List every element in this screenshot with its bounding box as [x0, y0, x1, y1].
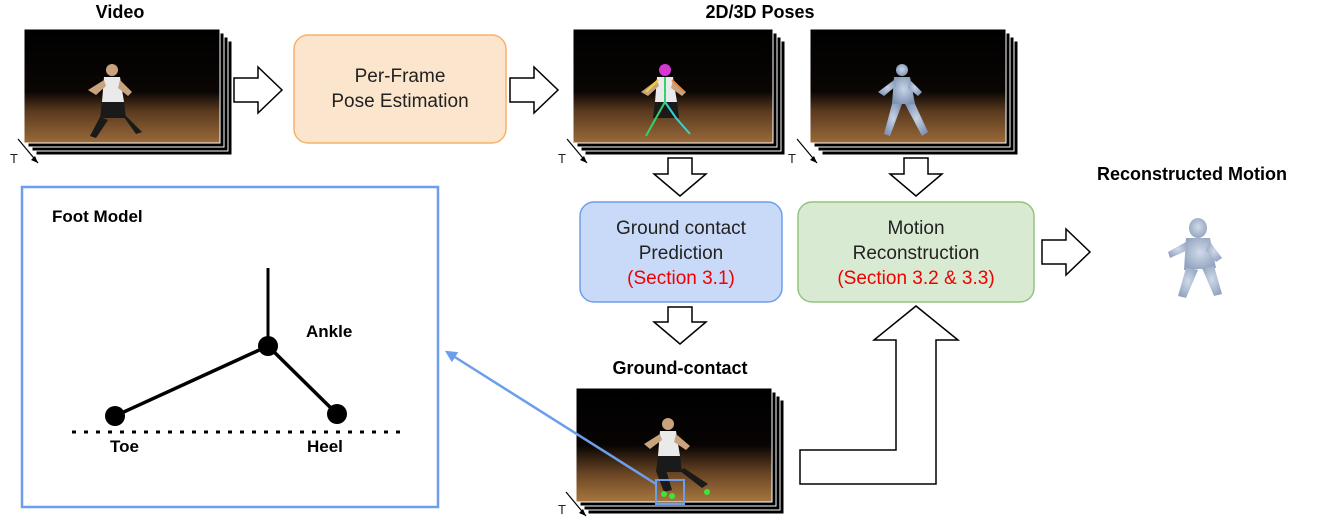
time-axis-label: T [788, 151, 796, 166]
video-title: Video [96, 2, 145, 22]
ankle-heel-segment [266, 344, 339, 416]
ankle-joint [258, 336, 278, 356]
time-axis-video: T [10, 138, 39, 166]
dancer-figure [88, 64, 142, 138]
dancer-3d-mesh [878, 64, 928, 136]
heel-label: Heel [307, 437, 343, 456]
ground-contact-title: Ground-contact [613, 358, 748, 378]
dancer-2d-skeleton [641, 64, 691, 137]
contact-prediction-box: Ground contact Prediction (Section 3.1) [579, 201, 783, 303]
foot-zoom-connector [444, 350, 657, 486]
ankle-label: Ankle [306, 322, 352, 341]
contact-prediction-line2: Prediction [639, 243, 724, 264]
motion-reconstruction-box: Motion Reconstruction (Section 3.2 & 3.3… [797, 201, 1035, 303]
heel-contact-marker [669, 493, 675, 499]
poses-title: 2D/3D Poses [705, 2, 814, 22]
arrow-contact-to-reconstruction [799, 305, 961, 485]
ankle-toe-segment [114, 344, 269, 418]
arrow-poses-to-reconstruction [887, 157, 945, 197]
heel-joint [327, 404, 347, 424]
time-axis-contact: T [558, 491, 587, 517]
pose2d-frame-stack [572, 28, 786, 156]
time-axis-label: T [558, 151, 566, 166]
foot-highlight-box [655, 479, 685, 505]
reconstructed-motion-title: Reconstructed Motion [1097, 164, 1287, 184]
motion-reconstruction-line1: Motion [887, 218, 944, 239]
arrow-reconstruction-to-result [1041, 227, 1092, 277]
contact-prediction-section: (Section 3.1) [627, 268, 735, 289]
toe-label: Toe [110, 437, 139, 456]
arrow-poses-to-contact-prediction [651, 157, 709, 197]
toe-contact-marker [661, 491, 667, 497]
foot-model-title: Foot Model [52, 207, 143, 226]
time-axis-label: T [10, 151, 18, 166]
time-axis-pose2d: T [558, 138, 588, 166]
ground-contact-frame-stack [575, 387, 785, 515]
time-axis-label: T [558, 502, 566, 517]
time-axis-pose3d: T [788, 138, 818, 166]
pose-estimation-box: Per-Frame Pose Estimation [293, 34, 507, 144]
toe-joint [105, 406, 125, 426]
pose3d-frame-stack [809, 28, 1019, 156]
other-foot-contact-marker [704, 489, 710, 495]
video-frame-stack [23, 28, 233, 156]
pose-estimation-line2: Pose Estimation [331, 91, 468, 112]
pose-estimation-line1: Per-Frame [355, 66, 446, 87]
contact-prediction-line1: Ground contact [616, 218, 747, 239]
arrow-video-to-estimation [233, 65, 284, 115]
foot-model-panel: Foot Model Ankle Toe Heel [20, 185, 440, 509]
motion-reconstruction-section: (Section 3.2 & 3.3) [837, 268, 994, 289]
reconstructed-motion-figure [1168, 218, 1222, 298]
arrow-estimation-to-poses [509, 65, 560, 115]
arrow-prediction-to-contact [651, 306, 709, 345]
motion-reconstruction-line2: Reconstruction [853, 243, 980, 264]
